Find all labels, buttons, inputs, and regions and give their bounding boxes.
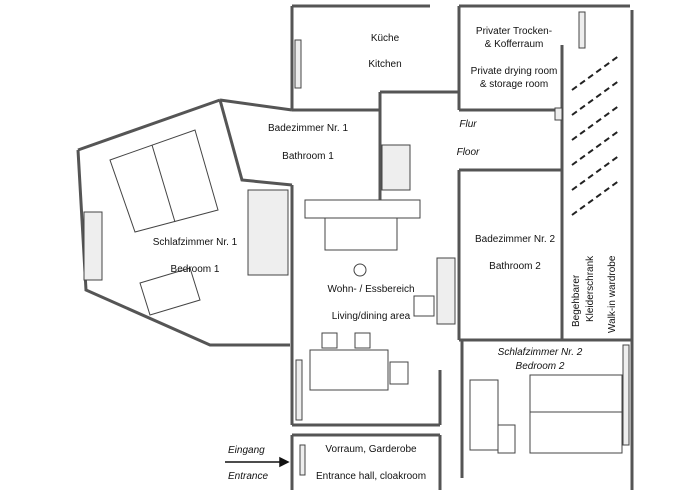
living-label-de: Wohn- / Essbereich: [327, 284, 415, 295]
walls: [76, 4, 634, 490]
bath1-label-en: Bathroom 1: [282, 151, 334, 162]
bath2-label-de: Badezimmer Nr. 2: [474, 234, 556, 245]
living-label-en: Living/dining area: [331, 311, 411, 322]
entrance-label-en: Entrance: [228, 471, 269, 482]
bed1-label-de: Schlafzimmer Nr. 1: [152, 237, 238, 248]
entrance-arrow: [225, 456, 290, 468]
living-furniture: [304, 199, 516, 454]
bed-1: [109, 129, 219, 316]
bath2-label-en: Bathroom 2: [489, 261, 541, 272]
bath1-label-de: Badezimmer Nr. 1: [267, 123, 349, 134]
drying-label-de-1: Privater Trocken-: [475, 26, 553, 37]
bed2-label-en: Bedroom 2: [515, 361, 565, 372]
bed1-label-en: Bedroom 1: [170, 264, 220, 275]
walkin-label-de-1: Begehbarer: [571, 274, 582, 327]
kitchen-label-en: Kitchen: [368, 59, 402, 70]
bed-2: [469, 374, 623, 454]
kitchen-label-de: Küche: [370, 33, 400, 44]
walkin-label-en: Walk-in wardrobe: [607, 255, 618, 333]
floor-label-de: Flur: [459, 119, 477, 130]
floor-label-en: Floor: [456, 147, 480, 158]
drying-label-en-1: Private drying room: [470, 66, 558, 77]
bed2-label-de: Schlafzimmer Nr. 2: [497, 347, 583, 358]
drying-label-de-2: & Kofferraum: [484, 39, 544, 50]
hall-label-de: Vorraum, Garderobe: [325, 444, 417, 455]
walkin-label-de-2: Kleiderschrank: [585, 255, 596, 322]
hall-label-en: Entrance hall, cloakroom: [315, 471, 427, 482]
drying-label-en-2: & storage room: [479, 79, 549, 90]
storage-hatching: [571, 54, 621, 216]
entrance-label-de: Eingang: [228, 445, 265, 456]
